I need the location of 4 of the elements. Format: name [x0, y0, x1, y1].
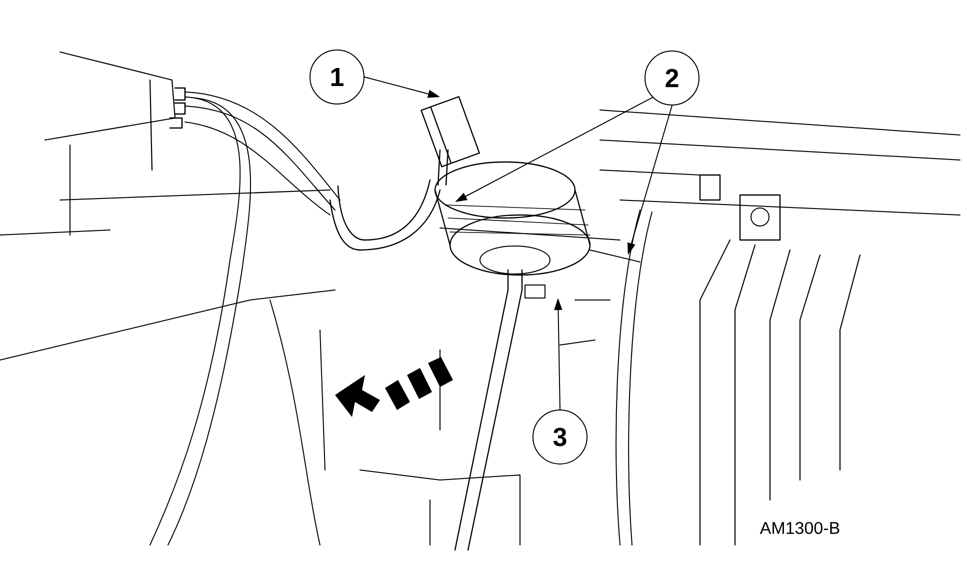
- figure-code: AM1300-B: [760, 522, 840, 534]
- callout-number: 1: [310, 50, 364, 104]
- callout-number: 3: [532, 410, 588, 464]
- callout-number: 2: [644, 50, 700, 106]
